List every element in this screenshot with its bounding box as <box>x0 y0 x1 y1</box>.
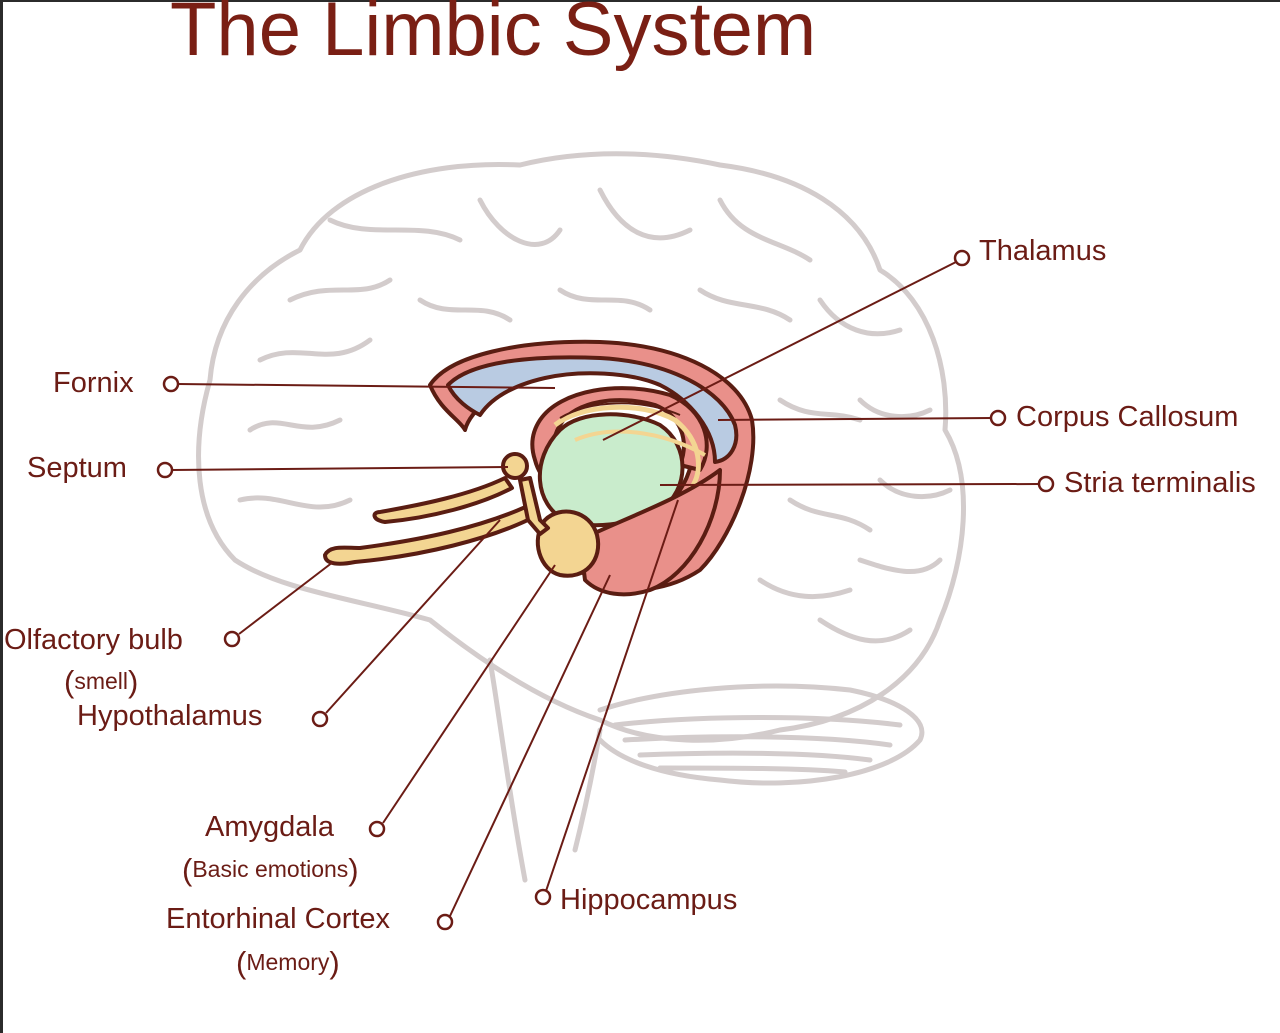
leader-lines <box>171 261 1041 917</box>
leader-amygdala <box>382 564 556 824</box>
note-entorhinal-cortex-text: Memory <box>246 949 330 975</box>
note-olfactory-bulb-text: smell <box>74 668 128 694</box>
leader-entorhinal-cortex <box>449 574 611 917</box>
marker-hippocampus <box>534 888 552 906</box>
leader-hypothalamus <box>325 519 501 714</box>
marker-thalamus <box>953 249 971 267</box>
marker-olfactory-bulb <box>223 630 241 648</box>
label-septum: Septum <box>27 452 127 484</box>
stria-terminalis <box>553 404 701 492</box>
leader-corpus-callosum <box>717 417 993 421</box>
brainstem-outline <box>487 657 603 883</box>
marker-corpus-callosum <box>989 409 1007 427</box>
note-amygdala: (Basic emotions) <box>182 852 359 887</box>
label-fornix: Fornix <box>53 367 134 399</box>
leader-olfactory-bulb <box>238 561 334 635</box>
label-olfactory-bulb: Olfactory bulb <box>4 624 183 656</box>
corpus-callosum <box>446 355 739 464</box>
label-hippocampus: Hippocampus <box>560 884 738 916</box>
label-stria-terminalis: Stria terminalis <box>1064 467 1256 499</box>
frame-left-border <box>0 0 3 1033</box>
note-olfactory-bulb: (smell) <box>64 664 139 699</box>
note-amygdala-text: Basic emotions <box>192 856 349 882</box>
label-amygdala: Amygdala <box>205 811 334 843</box>
label-hypothalamus: Hypothalamus <box>77 700 263 732</box>
limbic-structures <box>323 339 756 597</box>
marker-septum <box>156 461 174 479</box>
amygdala <box>535 509 601 578</box>
label-entorhinal-cortex: Entorhinal Cortex <box>166 903 391 935</box>
marker-amygdala <box>368 820 386 838</box>
marker-entorhinal-cortex <box>436 913 454 931</box>
marker-fornix <box>162 375 180 393</box>
hypothalamus-tract <box>518 476 550 536</box>
leader-septum <box>171 466 509 471</box>
frame-top-border <box>0 0 1280 2</box>
leader-stria-terminalis <box>659 483 1041 486</box>
leader-end-markers <box>156 249 1055 931</box>
leader-fornix <box>177 383 556 389</box>
cerebellum-outline <box>597 683 925 786</box>
marker-hypothalamus <box>311 710 329 728</box>
label-corpus-callosum: Corpus Callosum <box>1016 401 1239 433</box>
entorhinal-cortex <box>578 468 722 597</box>
olfactory-tract-upper <box>372 476 514 524</box>
cerebrum-outline <box>196 151 966 743</box>
septum <box>501 452 529 480</box>
leader-hippocampus <box>545 499 679 892</box>
marker-stria-terminalis <box>1037 475 1055 493</box>
note-entorhinal-cortex: (Memory) <box>236 945 340 980</box>
brain-outline <box>196 151 966 883</box>
gyri-lines <box>237 187 953 644</box>
label-thalamus: Thalamus <box>979 235 1107 267</box>
leader-thalamus <box>602 261 957 441</box>
diagram-title: The Limbic System <box>170 0 817 72</box>
